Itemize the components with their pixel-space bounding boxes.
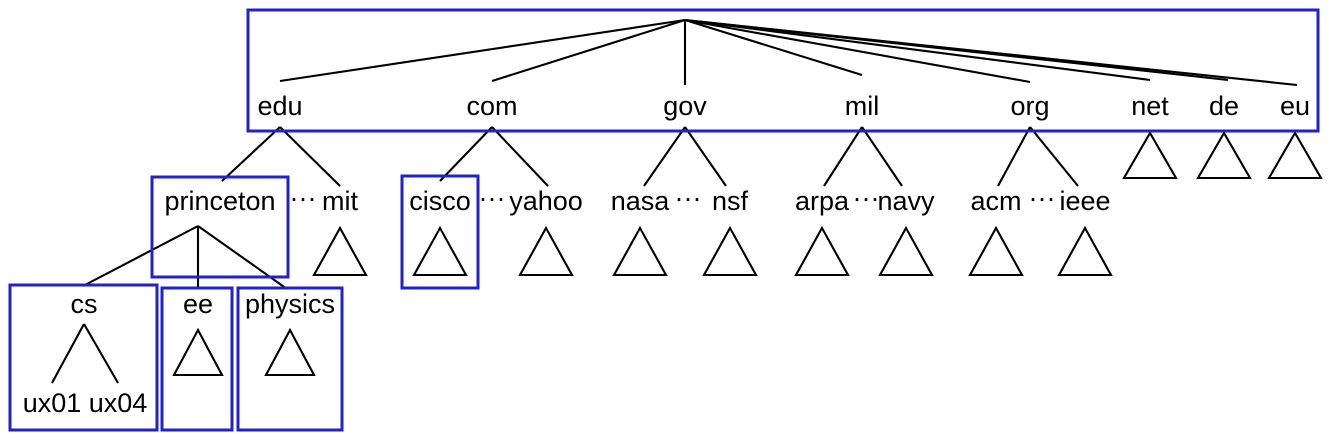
node-label-nasa: nasa (611, 186, 671, 216)
root-to-com (491, 18, 686, 83)
node-label-yahoo: yahoo (509, 186, 583, 216)
de-subtree-triangle (1196, 130, 1252, 180)
root-to-mil (684, 18, 863, 77)
node-label-ee: ee (183, 289, 213, 319)
node-label-mit: mit (322, 186, 358, 216)
tld-edges-group (221, 126, 1079, 187)
node-label-acm: acm (970, 186, 1021, 216)
tld-label-com: com (466, 91, 517, 121)
eu-subtree-triangle (1267, 130, 1323, 180)
second-level-subtree-triangles (312, 225, 1113, 277)
root-to-net (684, 18, 1151, 82)
gov-to-nasa (643, 126, 686, 187)
root-edges-group (279, 18, 1298, 87)
mil-to-arpa (823, 126, 863, 187)
host-label-ux01: ux01 (23, 388, 82, 418)
com-to-cisco (439, 126, 493, 182)
cisco-zone (400, 174, 480, 290)
root-to-edu (279, 18, 686, 83)
ieee-subtree-triangle (1057, 225, 1113, 277)
tld-label-edu: edu (257, 91, 302, 121)
org-to-acm (997, 126, 1031, 187)
physics-subtree-triangle (264, 327, 316, 377)
ee-zone (160, 286, 234, 432)
cs-to-ux04 (83, 323, 119, 384)
nsf-subtree-triangle (702, 225, 758, 277)
node-label-nsf: nsf (712, 186, 749, 216)
tld-label-gov: gov (663, 91, 707, 121)
edu-to-princeton (221, 126, 281, 182)
root-zone (246, 8, 1320, 133)
cisco-subtree-triangle (412, 225, 468, 277)
tld-label-net: net (1131, 91, 1169, 121)
edu-to-mit (279, 126, 341, 187)
physics-zone (236, 286, 344, 432)
tld-subtree-triangles (1122, 130, 1323, 180)
cs-to-ux01 (51, 323, 85, 384)
tld-label-de: de (1209, 91, 1239, 121)
node-label-ieee: ieee (1059, 186, 1110, 216)
mil-ellipsis: ··· (853, 183, 880, 213)
host-label-ux04: ux04 (89, 388, 148, 418)
root-to-eu (684, 18, 1298, 87)
root-to-org (684, 18, 1031, 84)
node-label-princeton: princeton (164, 186, 275, 216)
navy-subtree-triangle (878, 225, 934, 277)
princeton-to-physics (197, 225, 288, 290)
princeton-zone (150, 175, 290, 279)
tld-label-mil: mil (845, 91, 880, 121)
cs-zone (8, 283, 159, 432)
second-level-labels-group: princeton mit cisco yahoo nasa nsf arpa navy acm… (164, 186, 1110, 216)
princeton-edges-group (82, 225, 288, 290)
ee-subtree-triangle (172, 327, 224, 377)
com-to-yahoo (491, 126, 549, 187)
cs-edges-group (51, 323, 119, 384)
tld-label-org: org (1010, 91, 1049, 121)
tld-label-eu: eu (1280, 91, 1310, 121)
princeton-to-cs (82, 225, 199, 287)
net-subtree-triangle (1122, 130, 1178, 180)
arpa-subtree-triangle (794, 225, 850, 277)
node-label-navy: navy (877, 186, 935, 216)
node-label-physics: physics (245, 289, 335, 319)
node-label-cisco: cisco (409, 186, 471, 216)
org-to-ieee (1029, 126, 1079, 187)
ellipsis-markers-group: ··· ··· ··· ··· ··· (290, 183, 1056, 213)
gov-ellipsis: ··· (675, 183, 702, 213)
edu-ellipsis: ··· (290, 183, 317, 213)
mit-subtree-triangle (312, 225, 368, 277)
node-label-arpa: arpa (795, 186, 850, 216)
org-ellipsis: ··· (1029, 183, 1056, 213)
node-label-cs: cs (71, 289, 98, 319)
com-ellipsis: ··· (479, 183, 506, 213)
mil-to-navy (861, 126, 903, 187)
third-level-subtree-triangles (172, 327, 316, 377)
zone-boundary-boxes (8, 8, 1320, 432)
third-level-labels-group: cs ee physics (71, 289, 336, 319)
gov-to-nsf (684, 126, 727, 187)
yahoo-subtree-triangle (518, 225, 574, 277)
tld-labels-group: edu com gov mil org net de eu (257, 91, 1310, 121)
acm-subtree-triangle (968, 225, 1024, 277)
nasa-subtree-triangle (612, 225, 668, 277)
